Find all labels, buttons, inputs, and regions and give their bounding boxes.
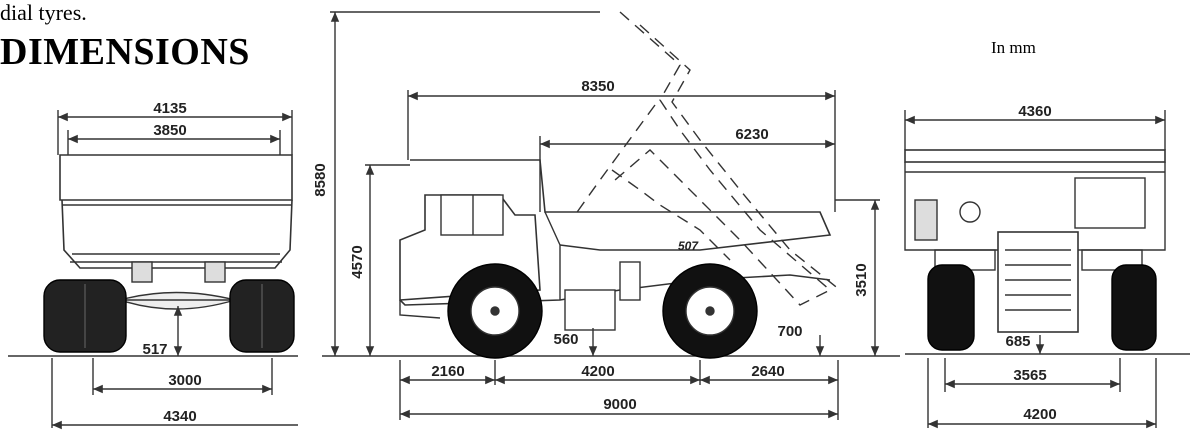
side-front-overhang: 2160: [431, 363, 464, 380]
rear-view: [8, 110, 298, 430]
side-body-height: 3510: [853, 263, 870, 296]
side-dump-height: 8580: [312, 163, 329, 196]
side-wheelbase: 4200: [581, 363, 614, 380]
front-track: 3565: [1013, 367, 1046, 384]
front-view: [904, 110, 1190, 429]
rear-body-width: 3850: [153, 122, 186, 139]
rear-top-width: 4135: [153, 100, 186, 117]
side-cab-height: 4570: [349, 245, 366, 278]
tyre-note: dial tyres.: [0, 0, 87, 25]
side-rear-overhang: 2640: [751, 363, 784, 380]
side-rear-clearance: 700: [777, 323, 802, 340]
side-body-label: 507: [678, 239, 699, 253]
front-overall-width: 4360: [1018, 103, 1051, 120]
side-body-overhang: 6230: [735, 126, 768, 143]
front-ground-clearance: 685: [1005, 333, 1030, 350]
side-length-raised: 8350: [581, 78, 614, 95]
rear-ground-clearance: 517: [142, 341, 167, 358]
page-title: DIMENSIONS: [0, 31, 250, 73]
side-view: [322, 11, 900, 420]
side-belly-clearance: 560: [553, 331, 578, 348]
units-label: In mm: [991, 38, 1036, 57]
side-overall-length: 9000: [603, 396, 636, 413]
rear-overall-width: 4340: [163, 408, 196, 425]
rear-track: 3000: [168, 372, 201, 389]
front-tyre-span: 4200: [1023, 406, 1056, 423]
